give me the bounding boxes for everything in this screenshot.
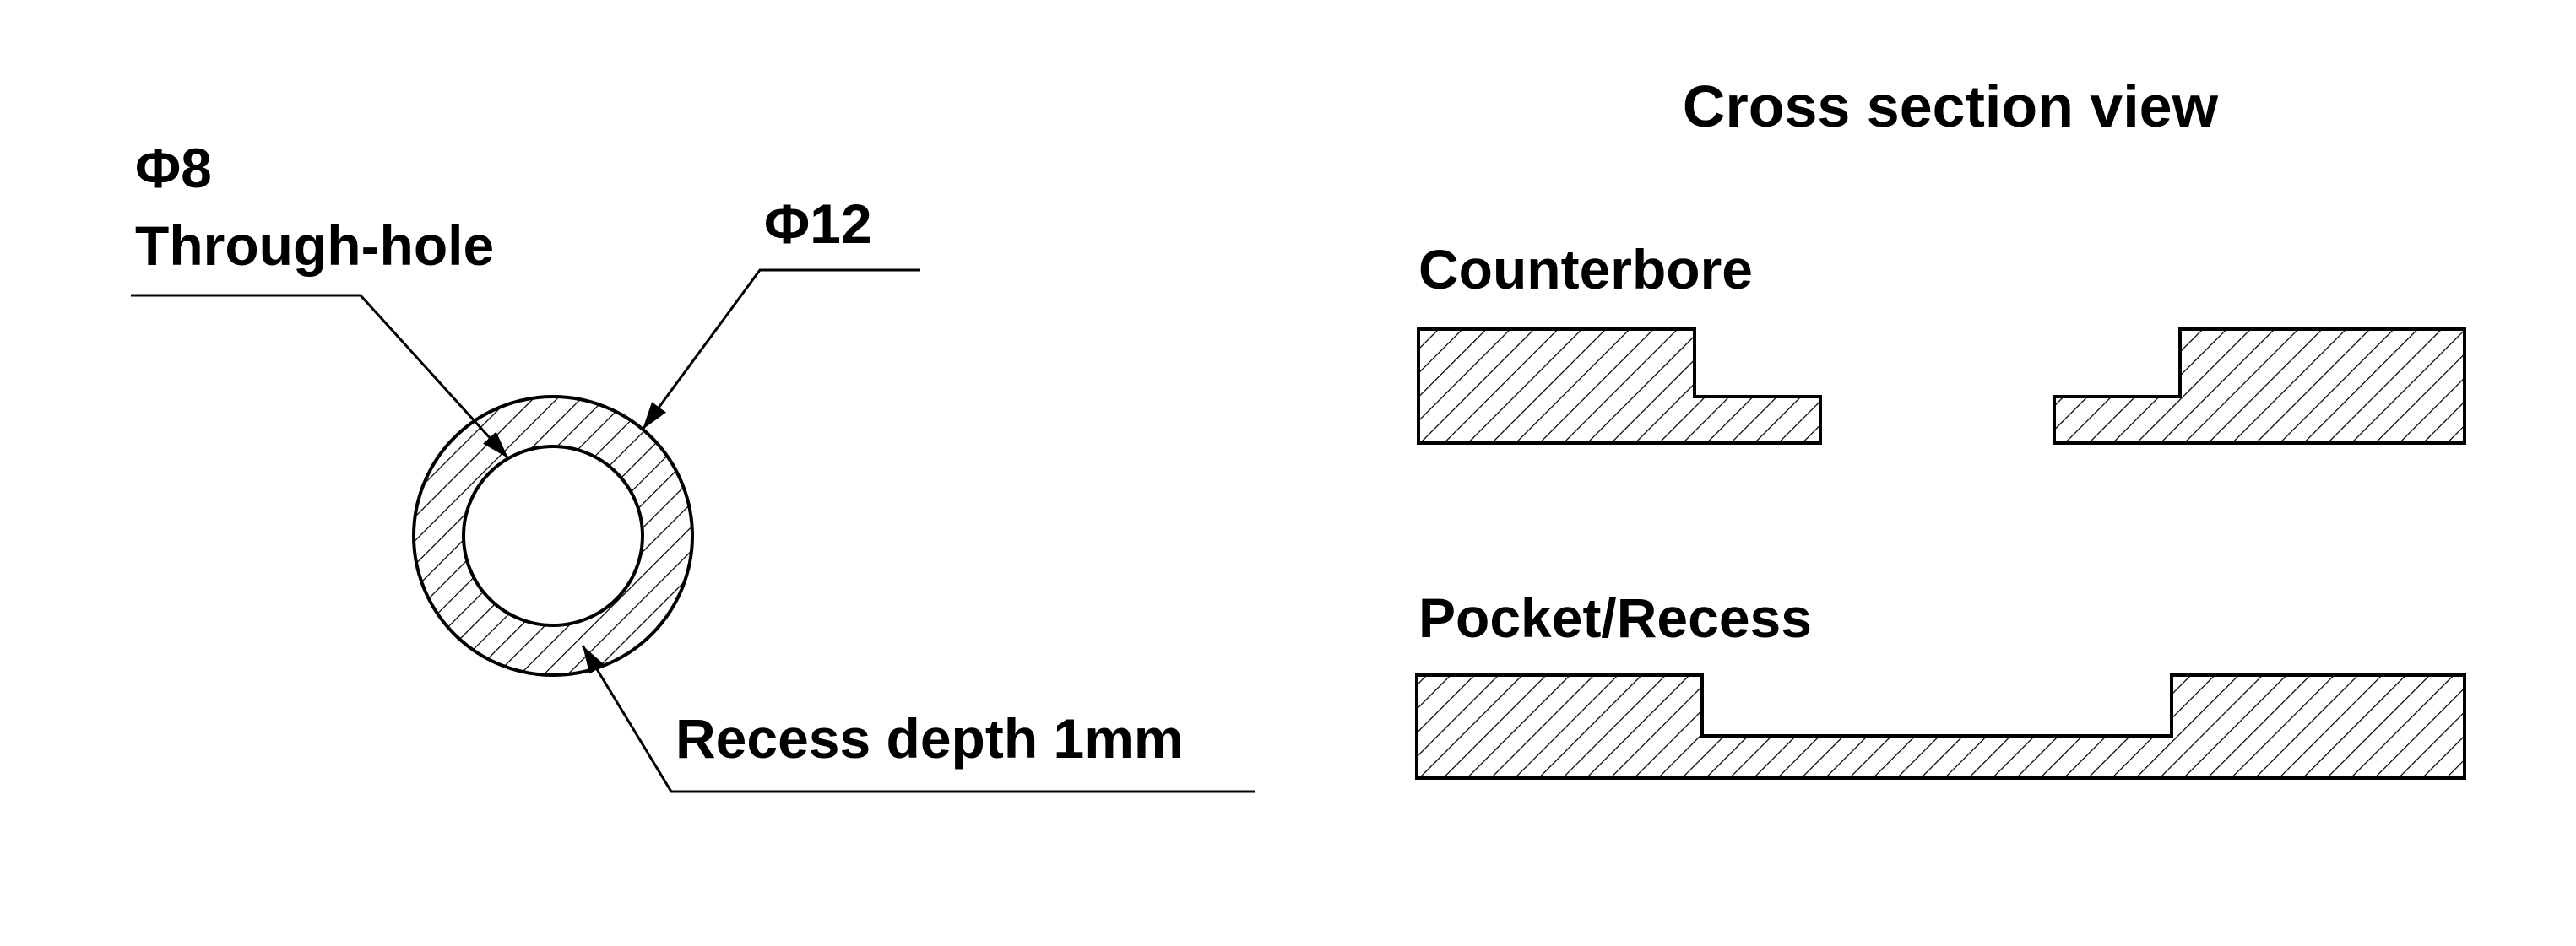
- phi12-label: Φ12: [764, 192, 872, 255]
- phi8-leader-line: [131, 294, 510, 460]
- counterbore-section-left: [1417, 327, 1822, 445]
- counterbore-section-right: [2053, 327, 2466, 445]
- phi12-leader-line: [641, 268, 920, 430]
- recess-depth-label: Recess depth 1mm: [675, 707, 1184, 770]
- phi8-label: Φ8: [135, 137, 212, 199]
- cross-section-title: Cross section view: [1683, 73, 2219, 139]
- pocket-section: [1415, 673, 2466, 780]
- through-hole-circle: [462, 445, 644, 627]
- counterbore-label: Counterbore: [1418, 238, 1753, 300]
- pocket-recess-label: Pocket/Recess: [1418, 587, 1812, 649]
- through-hole-label: Through-hole: [135, 214, 494, 277]
- recess-leader-line: [581, 645, 1255, 793]
